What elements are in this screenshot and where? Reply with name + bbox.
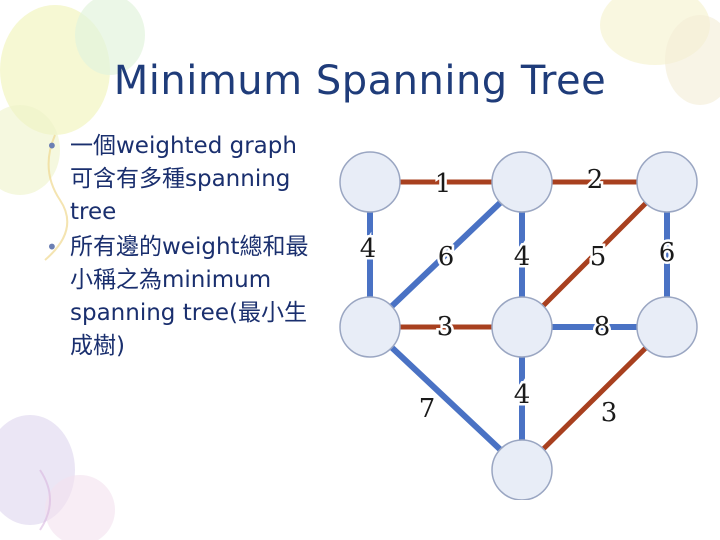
graph-node	[491, 151, 553, 213]
balloon-decoration	[45, 475, 115, 540]
edge-weight-label: 8	[594, 312, 611, 342]
tree-edge	[367, 179, 525, 330]
node-layer	[339, 151, 698, 500]
balloon-decoration	[0, 105, 60, 195]
edge-weight-label: 6	[438, 242, 455, 272]
graph-node	[491, 439, 553, 500]
graph-node	[636, 296, 698, 358]
bullet-item: • 一個weighted graph可含有多種spanning tree	[42, 130, 312, 229]
edge-weight-label: 3	[437, 312, 454, 342]
graph-node	[636, 151, 698, 213]
graph-node	[339, 151, 401, 213]
bullet-text: 所有邊的weight總和最小稱之為minimum spanning tree(最…	[70, 234, 309, 359]
edge-weight-label: 1	[435, 169, 452, 199]
bullet-icon: •	[46, 134, 58, 158]
edge-weight-label: 6	[659, 238, 676, 268]
graph-node	[339, 296, 401, 358]
non-tree-edge	[519, 179, 670, 330]
graph-node	[491, 296, 553, 358]
edge-weight-label: 4	[514, 380, 531, 410]
bullet-item: • 所有邊的weight總和最小稱之為minimum spanning tree…	[42, 231, 312, 363]
bullet-list: • 一個weighted graph可含有多種spanning tree • 所…	[42, 130, 312, 365]
edge-weight-label: 7	[419, 394, 436, 424]
balloon-string	[39, 469, 51, 531]
edge-weight-label: 4	[514, 242, 531, 272]
balloon-decoration	[665, 15, 720, 105]
bullet-text: 一個weighted graph可含有多種spanning tree	[70, 133, 297, 225]
weight-label-layer: 1 2 4 6 4 5 6 3 8 7 4 3	[357, 163, 678, 431]
non-tree-edge	[519, 324, 670, 473]
edge-weight-label: 5	[590, 242, 607, 272]
edge-weight-label: 2	[587, 165, 604, 195]
edge-weight-label: 4	[360, 234, 377, 264]
weighted-graph: 1 2 4 6 4 5 6 3 8 7 4 3	[339, 151, 698, 500]
bullet-icon: •	[46, 235, 58, 259]
edge-weight-label: 3	[601, 398, 618, 428]
tree-edge	[367, 324, 525, 473]
balloon-decoration	[75, 0, 145, 75]
balloon-string	[44, 134, 69, 261]
slide-title: Minimum Spanning Tree	[113, 58, 607, 104]
